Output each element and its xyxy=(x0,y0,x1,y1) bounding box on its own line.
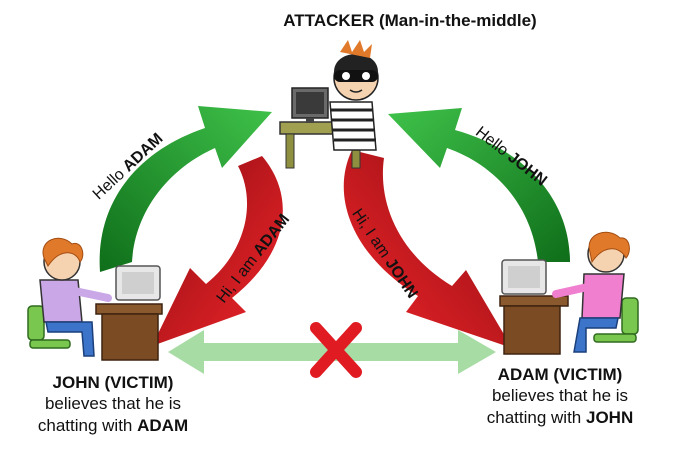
john-line1: believes that he is xyxy=(44,394,182,414)
john-figure xyxy=(27,237,163,361)
arrow-adam-to-attacker xyxy=(388,108,570,262)
arrow-john-to-attacker xyxy=(99,106,273,272)
john-line2: chatting with ADAM xyxy=(8,415,218,436)
john-line2-name: ADAM xyxy=(137,415,189,435)
adam-title: ADAM (VICTIM) xyxy=(497,365,623,384)
john-caption: JOHN (VICTIM) believes that he is chatti… xyxy=(8,372,218,436)
john-line2-prefix: chatting with xyxy=(37,415,138,435)
adam-line2: chatting with JOHN xyxy=(455,407,665,428)
john-title: JOHN (VICTIM) xyxy=(52,373,174,392)
cross-icon xyxy=(310,322,362,378)
arrow-attacker-to-adam xyxy=(343,150,512,348)
adam-caption: ADAM (VICTIM) believes that he is chatti… xyxy=(455,364,665,428)
adam-line2-prefix: chatting with xyxy=(486,407,586,427)
attacker-figure xyxy=(279,40,379,169)
adam-line1: believes that he is xyxy=(491,386,629,406)
adam-figure xyxy=(499,231,639,355)
arrow-attacker-to-john xyxy=(152,156,283,346)
adam-line2-name: JOHN xyxy=(586,407,634,427)
attacker-caption: ATTACKER (Man-in-the-middle) xyxy=(230,10,590,31)
attacker-title: ATTACKER (Man-in-the-middle) xyxy=(283,11,537,30)
